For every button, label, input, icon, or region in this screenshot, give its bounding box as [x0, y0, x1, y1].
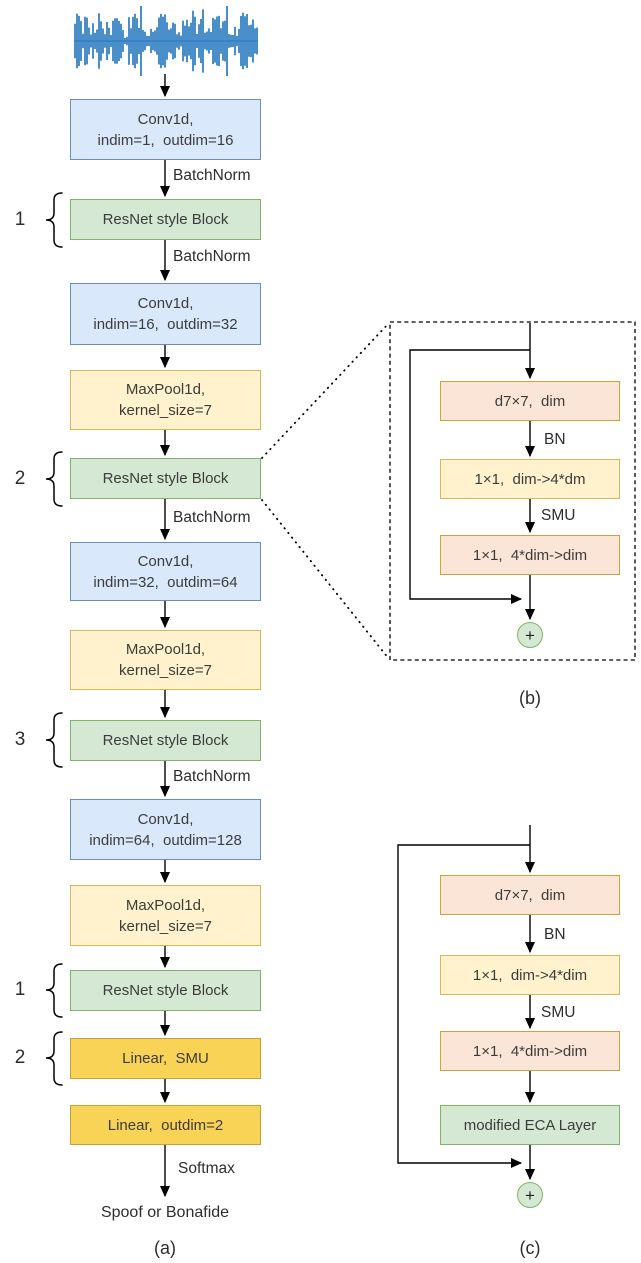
node-resnet-block-4: ResNet style Block [70, 970, 261, 1011]
caption-a: (a) [154, 1238, 176, 1258]
edge-label-batchnorm-2: BatchNorm [173, 248, 251, 265]
panel-c-node-d7x7: d7×7, dim [440, 875, 620, 915]
caption-b: (b) [519, 688, 541, 708]
repeat-count-5: 2 [14, 1047, 26, 1068]
node-maxpool-3: MaxPool1d, kernel_size=7 [70, 885, 261, 946]
brace-2 [45, 451, 63, 507]
node-conv1d-4: Conv1d, indim=64, outdim=128 [70, 799, 261, 860]
panel-c-add-node: + [517, 1182, 543, 1208]
node-linear-smu: Linear, SMU [70, 1038, 261, 1079]
panel-c-edge-label-bn: BN [544, 926, 566, 943]
panel-c-node-1x1-expand: 1×1, dim->4*dim [440, 955, 620, 995]
repeat-count-1: 1 [14, 209, 26, 230]
panel-b-edge-label-bn: BN [544, 431, 566, 448]
node-resnet-block-2: ResNet style Block [70, 458, 261, 499]
repeat-count-2: 2 [14, 468, 26, 489]
brace-5 [45, 1031, 63, 1086]
panel-c-arrows [397, 825, 536, 1181]
repeat-count-4: 1 [14, 979, 26, 1000]
node-maxpool-1: MaxPool1d, kernel_size=7 [70, 370, 261, 430]
audio-waveform-icon [74, 6, 258, 76]
node-maxpool-2: MaxPool1d, kernel_size=7 [70, 630, 261, 690]
panel-b-node-d7x7: d7×7, dim [440, 381, 620, 421]
brace-3 [45, 712, 63, 768]
repeat-braces [45, 192, 63, 1086]
panel-b-node-1x1-expand: 1×1, dim->4*dm [440, 459, 620, 499]
output-classes-text: Spoof or Bonafide [100, 1204, 230, 1221]
node-linear-out: Linear, outdim=2 [70, 1105, 261, 1145]
panel-c-node-eca-layer: modified ECA Layer [440, 1105, 620, 1145]
node-conv1d-1: Conv1d, indim=1, outdim=16 [70, 99, 261, 160]
edge-label-softmax: Softmax [178, 1160, 235, 1177]
brace-4 [45, 963, 63, 1018]
repeat-count-3: 3 [14, 729, 26, 750]
node-conv1d-2: Conv1d, indim=16, outdim=32 [70, 283, 261, 345]
node-resnet-block-3: ResNet style Block [70, 720, 261, 761]
edge-label-batchnorm-3: BatchNorm [173, 509, 251, 526]
caption-c: (c) [519, 1238, 541, 1258]
node-resnet-block-1: ResNet style Block [70, 199, 261, 240]
panel-b-dashed-border [389, 321, 636, 661]
edge-label-batchnorm-4: BatchNorm [173, 768, 251, 785]
panel-b-arrows [409, 323, 536, 621]
edge-label-batchnorm-1: BatchNorm [173, 167, 251, 184]
panel-b-add-node: + [517, 622, 543, 648]
node-conv1d-3: Conv1d, indim=32, outdim=64 [70, 542, 261, 601]
panel-b-node-1x1-reduce: 1×1, 4*dim->dim [440, 535, 620, 575]
zoom-callout-dotted-lines [261, 322, 390, 660]
panel-c-node-1x1-reduce: 1×1, 4*dim->dim [440, 1031, 620, 1071]
panel-b-edge-label-smu: SMU [541, 507, 576, 524]
brace-1 [45, 192, 63, 248]
panel-c-edge-label-smu: SMU [541, 1004, 576, 1021]
